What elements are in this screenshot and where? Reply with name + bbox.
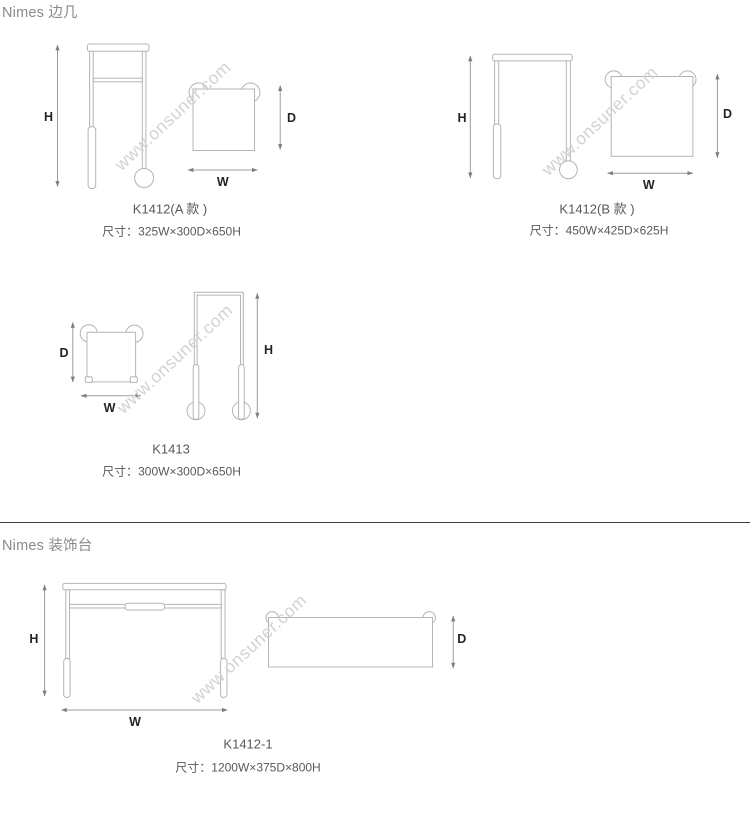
k1412a-height-label: H	[43, 110, 54, 124]
k1412a-front-view	[55, 43, 155, 190]
k1412b-top-surface	[610, 76, 694, 157]
k1412-1-drawer	[124, 602, 165, 611]
k1412a-product-name: K1412(A 款 )	[132, 201, 208, 216]
k1412b-width-label: W	[642, 177, 655, 192]
k1412a-depth-label: D	[286, 110, 297, 125]
k1412-1-top-surface	[268, 617, 433, 668]
k1412a-tabletop	[87, 43, 150, 52]
k1412b-depth-label: D	[722, 106, 733, 121]
k1412a-ball-foot	[134, 168, 155, 188]
k1412b-left-leg	[494, 60, 500, 125]
k1412b-left-foot-sleeve	[492, 123, 502, 180]
k1412-1-product-name: K1412-1	[223, 736, 273, 752]
k1412a-width-label: W	[216, 175, 229, 189]
k1412-1-right-leg	[220, 589, 226, 659]
k1413-right-foot-sleeve	[238, 364, 245, 420]
k1412b-tabletop	[492, 53, 573, 62]
k1413-left-foot-mark	[84, 376, 93, 383]
k1412-1-tabletop	[62, 582, 227, 591]
k1412-1-front-view	[42, 582, 228, 713]
k1412-1-right-foot-sleeve	[220, 657, 228, 699]
k1412-1-left-foot-sleeve	[63, 657, 71, 699]
k1412a-product-size: 尺寸：325W×300D×650H	[102, 224, 241, 238]
section-heading-console-tables: Nimes 装饰台	[2, 538, 93, 554]
k1413-top-surface	[86, 331, 137, 383]
k1412-1-product-size: 尺寸：1200W×375D×800H	[175, 760, 321, 774]
k1412b-ball-foot	[559, 160, 578, 180]
k1412-1-left-leg	[65, 589, 71, 659]
k1413-height-label: H	[263, 342, 274, 357]
k1413-right-foot-mark	[129, 376, 138, 383]
k1412a-top-surface	[192, 88, 255, 151]
k1412a-top-view	[187, 82, 283, 173]
k1413-front-view	[186, 291, 260, 421]
k1413-top-view	[70, 322, 144, 398]
k1412-1-width-label: W	[129, 714, 141, 729]
k1412a-stretcher	[92, 77, 143, 83]
k1413-product-size: 尺寸：300W×300D×650H	[102, 464, 241, 478]
k1413-left-foot-sleeve	[192, 364, 200, 420]
k1412b-product-size: 尺寸：450W×425D×625H	[529, 223, 669, 238]
section-heading-side-tables: Nimes 边几	[2, 5, 78, 21]
k1412b-product-name: K1412(B 款 )	[559, 201, 635, 217]
k1412b-front-view	[468, 53, 578, 180]
k1413-width-label: W	[103, 400, 116, 415]
k1412a-left-leg	[89, 50, 94, 128]
k1413-frame-inner	[196, 294, 241, 365]
k1412-1-top-view	[265, 611, 456, 669]
k1412b-top-view	[604, 70, 720, 176]
k1412a-left-foot-sleeve	[87, 126, 97, 190]
k1413-frame-outer	[193, 291, 244, 365]
k1412b-height-label: H	[457, 110, 467, 125]
section-divider	[0, 521, 750, 523]
k1413-depth-label: D	[59, 345, 69, 360]
k1412-1-height-label: H	[29, 631, 39, 646]
k1412-1-depth-label: D	[457, 632, 467, 647]
k1413-product-name: K1413	[152, 441, 190, 456]
